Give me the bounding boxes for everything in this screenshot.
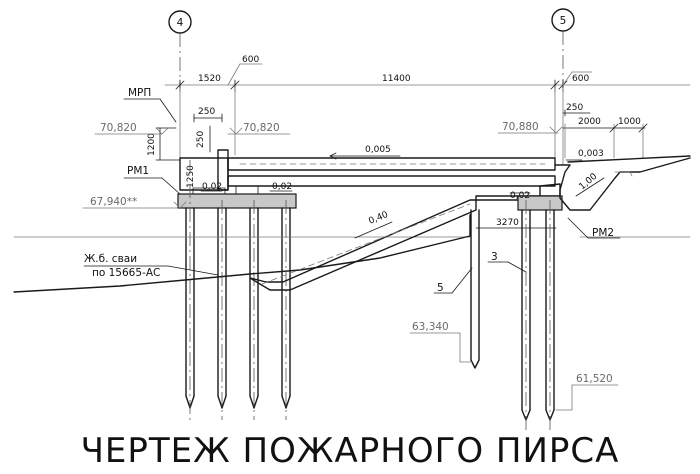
dim-250-vertical: 250 bbox=[196, 131, 206, 148]
elev-left-inner bbox=[227, 127, 291, 135]
slope-embankment: 1,00 bbox=[578, 172, 600, 193]
right-piles bbox=[470, 200, 555, 430]
slope-deck: 0,005 bbox=[365, 145, 391, 155]
axis-4: 4 bbox=[168, 10, 192, 88]
axis-5-label: 5 bbox=[560, 15, 567, 27]
elev-pile-5 bbox=[409, 332, 473, 363]
dim-600-left: 600 bbox=[242, 55, 259, 65]
elev-left-outer-text: 70,820 bbox=[100, 122, 137, 134]
elev-pile-3-text: 61,520 bbox=[576, 373, 613, 385]
drawing-title: ЧЕРТЕЖ ПОЖАРНОГО ПИРСА bbox=[81, 431, 620, 471]
right-top-dims bbox=[562, 123, 648, 159]
dim-1200: 1200 bbox=[147, 133, 157, 156]
pile-note-2: по 15665-АС bbox=[92, 267, 160, 279]
dim-600-right: 600 bbox=[572, 74, 589, 84]
slope-left-small-2: 0,02 bbox=[272, 182, 292, 192]
elev-pile-3 bbox=[555, 384, 619, 411]
right-embankment: 0,003 bbox=[554, 149, 691, 211]
mark-5: 5 bbox=[437, 282, 444, 294]
elev-right bbox=[497, 126, 563, 134]
elev-left-inner-text: 70,820 bbox=[243, 122, 280, 134]
dim-1520: 1520 bbox=[198, 74, 221, 84]
label-rm1: РМ1 bbox=[127, 165, 149, 177]
elev-left-grillage bbox=[82, 201, 187, 209]
right-pier-cap bbox=[475, 183, 563, 211]
vertical-guides bbox=[179, 87, 564, 171]
dim-1250: 1250 bbox=[186, 165, 196, 188]
slope-left-small-1: 0,02 bbox=[202, 182, 222, 192]
label-rm2: РМ2 bbox=[592, 227, 614, 239]
dim-11400: 11400 bbox=[382, 74, 411, 84]
label-mrp: МРП bbox=[128, 87, 151, 99]
dim-3270: 3270 bbox=[496, 218, 519, 228]
top-dimension-chain bbox=[164, 63, 691, 93]
left-piles bbox=[185, 160, 291, 420]
ground-line bbox=[13, 214, 471, 293]
pile-note-1: Ж.б. сваи bbox=[84, 253, 137, 265]
elev-right-text: 70,880 bbox=[502, 121, 539, 133]
left-abutment bbox=[177, 149, 297, 209]
dim-2000: 2000 bbox=[578, 117, 601, 127]
mark-3: 3 bbox=[491, 251, 498, 263]
axis-4-label: 4 bbox=[177, 17, 184, 29]
elev-left-grillage-text: 67,940** bbox=[90, 196, 137, 208]
axis-5: 5 bbox=[551, 8, 575, 88]
elev-pile-5-text: 63,340 bbox=[412, 321, 449, 333]
inclined-ramp bbox=[249, 199, 477, 291]
slope-right-top: 0,003 bbox=[578, 149, 604, 159]
elev-left-outer bbox=[94, 127, 169, 135]
dim-1000: 1000 bbox=[618, 117, 641, 127]
dim-250-right: 250 bbox=[566, 103, 583, 113]
slope-right-small: 0,02 bbox=[510, 191, 530, 201]
dim-250-left: 250 bbox=[198, 107, 215, 117]
